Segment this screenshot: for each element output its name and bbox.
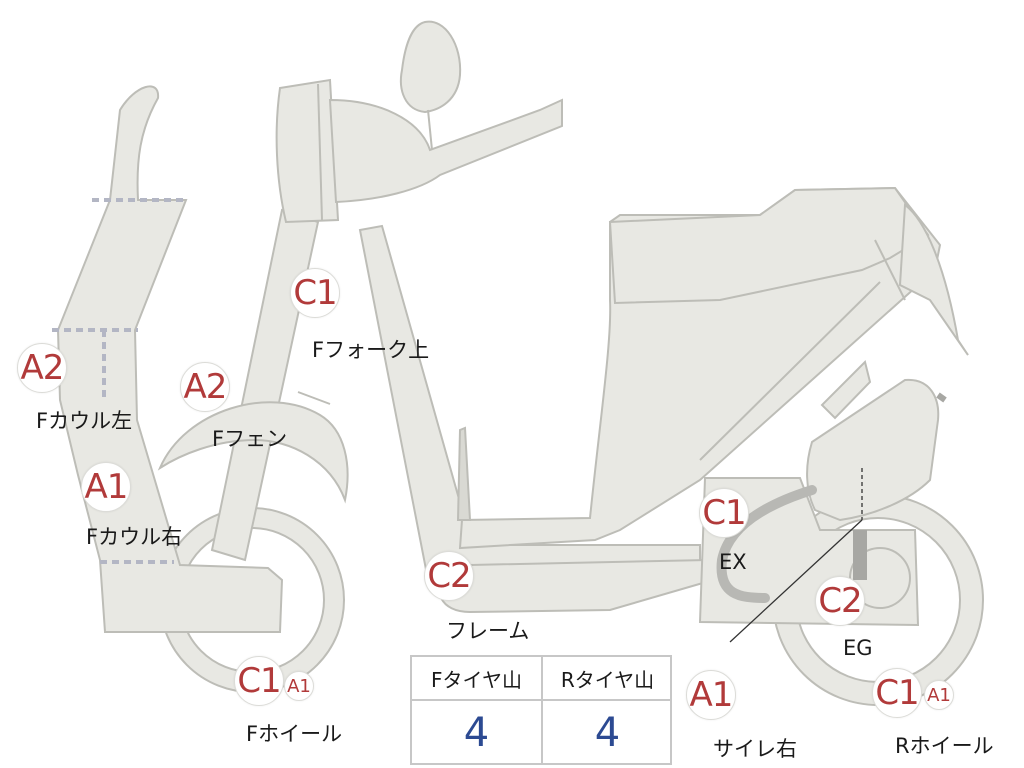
part-label-ex: EX [719, 550, 747, 574]
handlebar-shape [328, 98, 563, 204]
mirror-shape [400, 20, 462, 114]
grade-badge-frame: C2 [424, 551, 474, 601]
muffler-shape [806, 378, 940, 522]
headlight-shape [275, 78, 340, 224]
tire-table-header-front: Fタイヤ山 [431, 667, 522, 692]
grade-badge-silencer-right: A1 [686, 670, 736, 720]
part-label-silencer-right: サイレ右 [713, 737, 797, 761]
tire-table-header-rear: Rタイヤ山 [560, 667, 655, 692]
grade-badge-eg: C2 [815, 576, 865, 626]
part-label-f-cowl-left: Fカウル左 [36, 409, 133, 433]
part-label-f-wheel: Fホイール [246, 722, 343, 746]
tire-tread-table: Fタイヤ山 Rタイヤ山 4 4 [410, 655, 672, 765]
part-label-f-fender: Fフェン [212, 427, 288, 451]
part-label-eg: EG [843, 636, 873, 660]
tire-table-value-rear: 4 [594, 710, 621, 756]
exhaust-pipe [716, 485, 817, 603]
grade-badge-f-fender: A2 [180, 362, 230, 412]
grade-badge-ex: C1 [699, 488, 749, 538]
grade-badge-f-cowl-left: A2 [17, 343, 67, 393]
part-label-f-cowl-right: Fカウル右 [86, 525, 183, 549]
sub-grade-badge-f-wheel: A1 [284, 671, 314, 701]
sub-grade-badge-r-wheel: A1 [924, 680, 954, 710]
grade-badge-f-cowl-right: A1 [81, 462, 131, 512]
part-label-f-fork-upper: Fフォーク上 [312, 338, 430, 362]
grade-badge-r-wheel: C1 [872, 668, 922, 718]
tire-table-divider [541, 657, 543, 763]
floor-frame [438, 558, 722, 614]
part-label-frame: フレーム [446, 619, 530, 643]
grade-badge-f-wheel: C1 [234, 656, 284, 706]
rear-tail [898, 203, 969, 356]
tire-table-value-front: 4 [463, 710, 490, 756]
front-fender-shape [157, 401, 349, 504]
grade-badge-f-fork-upper: C1 [290, 268, 340, 318]
part-label-r-wheel: Rホイール [895, 734, 994, 758]
